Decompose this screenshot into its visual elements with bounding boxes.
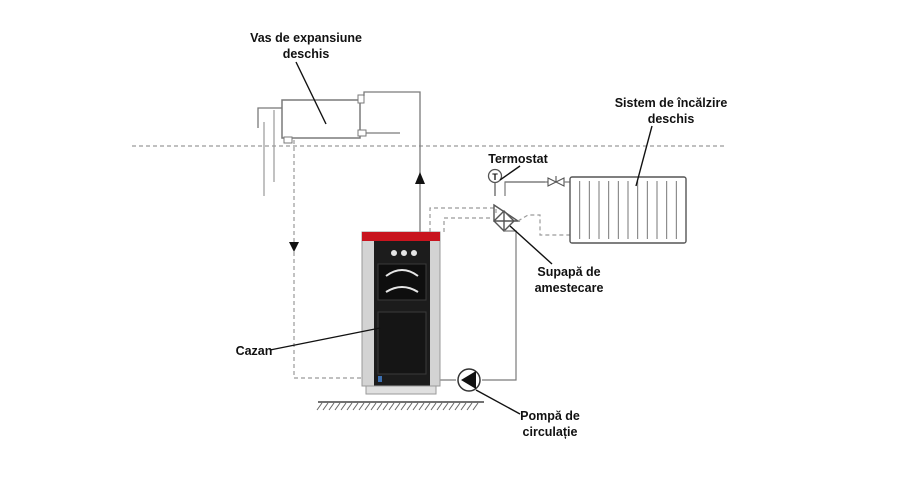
heating-system-label: Sistem de încălzire deschis — [596, 95, 746, 127]
ground-hatch — [454, 402, 461, 411]
leader-lines — [269, 61, 653, 415]
ground-hatch — [340, 402, 347, 411]
expansion-vessel-label-line2: deschis — [282, 47, 330, 61]
ground-hatch — [394, 402, 401, 411]
ground-hatch — [376, 402, 383, 411]
expansion-vessel — [257, 91, 421, 232]
ground-hatch — [346, 402, 353, 411]
ground-hatch — [412, 402, 419, 411]
ground-hatch — [466, 402, 473, 411]
thermostat-symbol: T — [492, 172, 498, 182]
ground-hatch — [316, 402, 323, 411]
radiator-return-pipe — [517, 214, 572, 236]
boiler — [361, 231, 441, 395]
pump-label-line1: Pompă de — [520, 409, 580, 423]
ground-hatch — [328, 402, 335, 411]
boiler-label-text: Cazan — [235, 344, 273, 358]
ground-hatch — [460, 402, 467, 411]
ground-hatch — [424, 402, 431, 411]
mixing-valve — [493, 203, 521, 232]
ground-hatch — [358, 402, 365, 411]
ground — [316, 401, 484, 411]
flow-arrow-up — [415, 172, 425, 184]
ground-hatch — [400, 402, 407, 411]
radiator-valve — [504, 176, 572, 196]
ground-hatch — [436, 402, 443, 411]
ground-hatch — [430, 402, 437, 411]
ground-hatch — [388, 402, 395, 411]
mixing-valve-label-line2: amestecare — [534, 281, 604, 295]
heating-system-label-line1: Sistem de încălzire — [614, 96, 728, 110]
ground-hatch — [382, 402, 389, 411]
ground-hatch — [352, 402, 359, 411]
expansion-vessel-label-line1: Vas de expansiune — [250, 31, 362, 45]
return-pipe — [289, 140, 362, 379]
ground-hatch — [442, 402, 449, 411]
ground-hatch — [322, 402, 329, 411]
boiler-label: Cazan — [224, 343, 284, 359]
ground-hatch — [364, 402, 371, 411]
pump-label: Pompă de circulație — [500, 408, 600, 440]
radiator — [569, 176, 687, 244]
ground-hatch — [472, 402, 479, 411]
ground-hatch — [334, 402, 341, 411]
circulation-pump — [457, 368, 481, 392]
mixing-valve-label-line1: Supapă de — [537, 265, 601, 279]
pump-label-line2: circulație — [522, 425, 578, 439]
heating-system-label-line2: deschis — [647, 112, 695, 126]
ground-hatch — [418, 402, 425, 411]
supply-pipe — [429, 207, 497, 232]
expansion-vessel-label: Vas de expansiune deschis — [236, 30, 376, 62]
ground-hatch — [448, 402, 455, 411]
ground-hatch — [406, 402, 413, 411]
ground-hatch — [370, 402, 377, 411]
thermostat-label-text: Termostat — [488, 152, 548, 166]
pump-pipe — [430, 230, 517, 381]
mixing-valve-label: Supapă de amestecare — [514, 264, 624, 296]
thermostat-label: Termostat — [478, 151, 558, 167]
